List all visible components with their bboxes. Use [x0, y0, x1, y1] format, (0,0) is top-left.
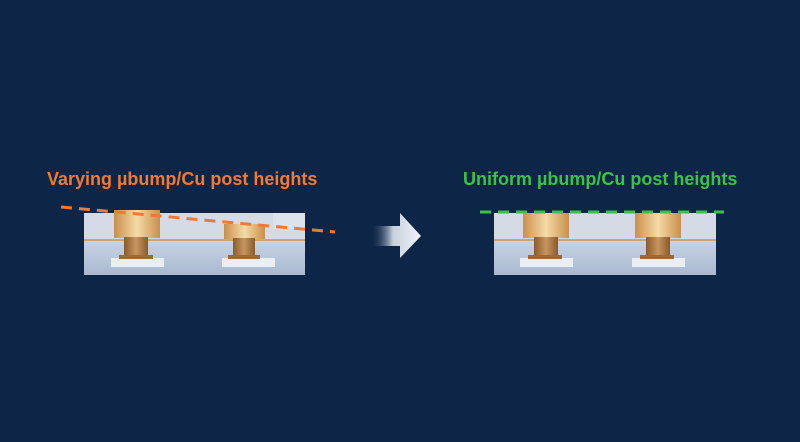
- right-arrow-icon: [370, 213, 421, 258]
- substrate: [84, 240, 305, 275]
- cu-post: [523, 213, 569, 259]
- substrate: [494, 240, 716, 275]
- left-cross-section: [60, 205, 336, 275]
- interface-line: [494, 239, 716, 241]
- varying-height-guide-line: [60, 205, 336, 234]
- raised-edge: [273, 213, 305, 229]
- pad: [632, 258, 685, 267]
- pad: [222, 258, 275, 267]
- interface-line: [84, 239, 305, 241]
- pad: [520, 258, 573, 267]
- cu-post: [635, 213, 681, 259]
- left-caption: Varying µbump/Cu post heights: [47, 169, 318, 189]
- right-caption: Uniform µbump/Cu post heights: [463, 169, 738, 189]
- cu-post: [224, 224, 265, 259]
- right-cross-section: [480, 210, 724, 275]
- pad: [111, 258, 164, 267]
